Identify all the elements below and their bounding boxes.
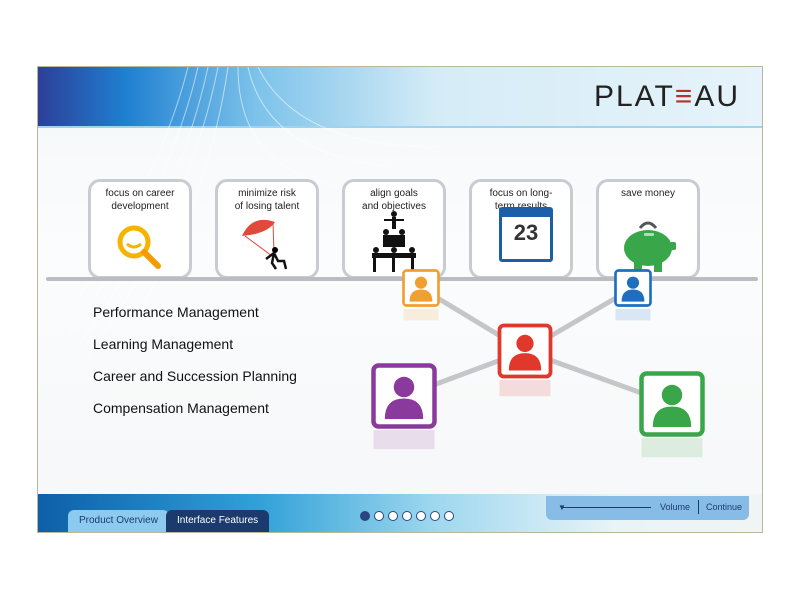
volume-slider[interactable]: [561, 507, 651, 508]
page-dot[interactable]: [388, 511, 398, 521]
page-dot[interactable]: [430, 511, 440, 521]
card-label: of losing talent: [234, 201, 300, 212]
calendar-icon: 23: [499, 207, 553, 262]
person-icon-purple: [371, 363, 437, 450]
page-indicator: [360, 511, 454, 521]
benefit-card-goals: align goals and objectives: [342, 179, 446, 279]
parachute-icon: [242, 219, 288, 270]
shelf-divider: [46, 277, 758, 281]
page-dot[interactable]: [360, 511, 370, 521]
list-item: Compensation Management: [93, 400, 269, 416]
card-label: align goals: [370, 188, 418, 199]
card-label: focus on long-: [489, 188, 553, 199]
person-icon-orange: [402, 269, 440, 321]
footer-bar: Product Overview Interface Features ▼ Vo…: [38, 494, 762, 532]
tab-interface-features[interactable]: Interface Features: [166, 510, 270, 532]
list-item: Career and Succession Planning: [93, 368, 297, 384]
person-icon-blue: [614, 269, 652, 321]
divider: [698, 500, 699, 514]
benefit-card-money: save money: [596, 179, 700, 279]
people-network: [371, 269, 705, 458]
continue-button[interactable]: Continue: [706, 502, 743, 512]
card-label: term results: [472, 200, 570, 213]
page-dot[interactable]: [416, 511, 426, 521]
card-label: save money: [621, 188, 675, 199]
benefit-card-talent: minimize risk of losing talent: [215, 179, 319, 279]
card-label: minimize risk: [238, 188, 296, 199]
volume-knob-icon[interactable]: ▼: [558, 503, 566, 512]
magnifier-icon: [117, 225, 161, 269]
tab-product-overview[interactable]: Product Overview: [68, 510, 169, 532]
list-item: Performance Management: [93, 304, 259, 320]
piggy-bank-icon: [624, 221, 676, 272]
presentation-slide: PLAT≡AU focus on career development minim…: [37, 66, 763, 533]
page-dot[interactable]: [374, 511, 384, 521]
plateau-logo: PLAT≡AU: [593, 80, 740, 113]
human-pyramid-icon: [372, 211, 416, 272]
list-item: Learning Management: [93, 336, 234, 352]
card-label: development: [111, 201, 169, 212]
person-icon-red: [497, 323, 553, 397]
card-label: focus on career: [105, 188, 175, 199]
volume-label: Volume: [660, 502, 691, 512]
person-icon-green: [639, 371, 705, 458]
page-dot[interactable]: [402, 511, 412, 521]
playback-controls: ▼ Volume Continue: [546, 496, 749, 520]
card-label: and objectives: [362, 201, 426, 212]
benefit-card-results: focus on long-term results 23: [469, 179, 573, 279]
page-dot[interactable]: [444, 511, 454, 521]
